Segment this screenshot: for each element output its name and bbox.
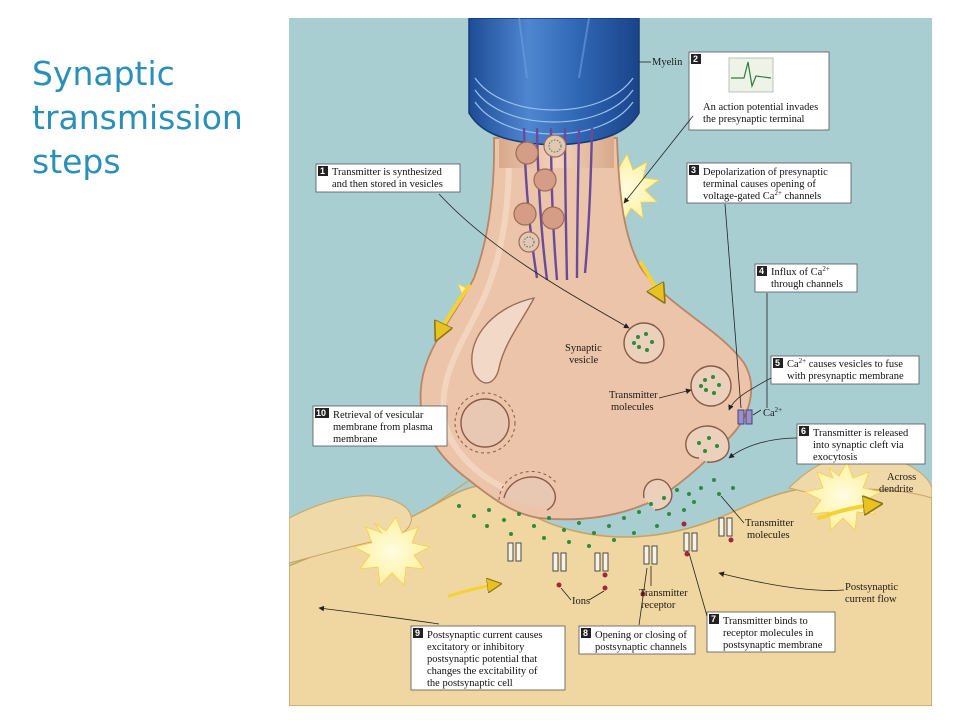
- synaptic-vesicle-label-2: vesicle: [569, 355, 598, 366]
- svg-text:the postsynaptic cell: the postsynaptic cell: [427, 678, 513, 689]
- synapse-diagram: Myelin Synaptic vesicle Transmitter mole…: [289, 18, 932, 706]
- step-8-leader: [638, 567, 648, 626]
- svg-text:Transmitter is released: Transmitter is released: [813, 428, 909, 439]
- step-6-box: 6 Transmitter is released into synaptic …: [796, 423, 926, 465]
- svg-text:6: 6: [801, 426, 806, 436]
- svg-text:exocytosis: exocytosis: [813, 452, 857, 463]
- svg-text:7: 7: [711, 614, 716, 624]
- ions-leader: [560, 587, 572, 601]
- svg-text:receptor molecules in: receptor molecules in: [723, 628, 814, 639]
- svg-text:3: 3: [691, 165, 696, 175]
- across-dendrite-label-1: Across: [887, 472, 916, 483]
- svg-text:Depolarization of presynaptic: Depolarization of presynaptic: [703, 167, 828, 178]
- svg-text:An action potential invades: An action potential invades: [703, 102, 818, 113]
- transmitter-receptor-label-1: Transmitter: [639, 588, 688, 599]
- step-2-arrow: [623, 115, 694, 204]
- step-3-box: 3 Depolarization of presynaptic terminal…: [686, 162, 852, 204]
- transmitter-molecules-label-1: Transmitter: [609, 390, 658, 401]
- current-arrow-icon: [437, 261, 879, 598]
- transmitter-molecules-b-label-1: Transmitter: [745, 518, 794, 529]
- svg-text:voltage-gated Ca2+ channels: voltage-gated Ca2+ channels: [703, 189, 821, 202]
- svg-text:Transmitter is synthesized: Transmitter is synthesized: [332, 167, 443, 178]
- ions-leader-2: [588, 590, 605, 601]
- ions-label: Ions: [572, 596, 590, 607]
- glial-process: [289, 495, 412, 564]
- calcium-channel-icon: [737, 409, 753, 425]
- svg-text:through channels: through channels: [771, 279, 843, 290]
- svg-text:excitatory or inhibitory: excitatory or inhibitory: [427, 642, 525, 653]
- step-5-box: 5 Ca2+ causes vesicles to fuse with pres…: [770, 355, 920, 385]
- svg-text:membrane from plasma: membrane from plasma: [333, 422, 433, 433]
- svg-text:postsynaptic channels: postsynaptic channels: [595, 642, 687, 653]
- svg-text:1: 1: [320, 166, 325, 176]
- ca2-leader: [752, 409, 762, 416]
- svg-text:postsynaptic membrane: postsynaptic membrane: [723, 640, 823, 651]
- transport-vesicles: [513, 134, 567, 253]
- postsynaptic-current-label-2: current flow: [845, 594, 897, 605]
- transmitter-leader: [658, 388, 692, 399]
- step-7-leader: [688, 552, 708, 617]
- ions: [556, 521, 734, 597]
- svg-text:4: 4: [759, 266, 764, 276]
- endosome: [471, 296, 536, 384]
- title-line-1: Synaptic: [32, 54, 175, 93]
- cleft-transmitter-molecules: [457, 478, 735, 548]
- svg-text:Retrieval of vesicular: Retrieval of vesicular: [333, 410, 424, 421]
- svg-text:Opening or closing of: Opening or closing of: [595, 630, 687, 641]
- step-1-arrow: [438, 193, 630, 329]
- step-2-box: 2 An action potential invades the presyn…: [688, 51, 830, 131]
- terminal-inner-shade: [440, 157, 512, 491]
- step-7-box: 7 Transmitter binds to receptor molecule…: [706, 611, 836, 653]
- coated-vesicles: [454, 392, 558, 511]
- svg-text:Transmitter binds to: Transmitter binds to: [723, 616, 808, 627]
- svg-text:8: 8: [583, 628, 588, 638]
- title-line-2: transmission: [32, 98, 243, 137]
- postsynaptic-current-label-1: Postsynaptic: [845, 582, 898, 593]
- svg-text:the presynaptic terminal: the presynaptic terminal: [703, 114, 805, 125]
- transmitter-receptor-label-2: receptor: [641, 600, 676, 611]
- svg-text:Influx of Ca2+: Influx of Ca2+: [771, 265, 830, 278]
- svg-text:postsynaptic potential that: postsynaptic potential that: [427, 654, 537, 665]
- svg-text:membrane: membrane: [333, 434, 378, 445]
- svg-text:into synaptic cleft via: into synaptic cleft via: [813, 440, 904, 451]
- step-10-box: 10 Retrieval of vesicular membrane from …: [312, 405, 448, 447]
- synaptic-vesicles: [623, 322, 732, 511]
- title-line-3: steps: [32, 142, 121, 181]
- svg-text:9: 9: [415, 628, 420, 638]
- svg-text:Ca2+ causes vesicles to fuse: Ca2+ causes vesicles to fuse: [787, 357, 903, 370]
- across-dendrite-label-2: dendrite: [879, 484, 914, 495]
- vesicle-icon: [623, 322, 665, 364]
- transmitter-b-leader: [720, 495, 745, 524]
- postsyn-current-leader: [718, 571, 845, 591]
- svg-text:Postsynaptic current causes: Postsynaptic current causes: [427, 630, 542, 641]
- myelin-sheath: [468, 18, 640, 146]
- svg-text:2: 2: [693, 54, 698, 64]
- step-6-arrow: [728, 437, 798, 459]
- step-5-arrow: [728, 377, 772, 411]
- step-1-box: 1 Transmitter is synthesized and then st…: [315, 163, 461, 193]
- step-3-leader: [724, 203, 742, 409]
- svg-text:5: 5: [775, 358, 780, 368]
- svg-text:with presynaptic membrane: with presynaptic membrane: [787, 371, 904, 382]
- step-8-box: 8 Opening or closing of postsynaptic cha…: [578, 625, 696, 655]
- svg-text:changes the excitability of: changes the excitability of: [427, 666, 538, 677]
- slide-title: Synaptic transmission steps: [32, 52, 272, 184]
- step-9-arrow: [318, 605, 440, 625]
- step-4-box: 4 Influx of Ca2+ through channels: [754, 263, 858, 293]
- svg-text:terminal causes opening of: terminal causes opening of: [703, 179, 816, 190]
- ca2-label: Ca2+: [763, 406, 782, 419]
- transmitter-molecules-b-label-2: molecules: [747, 530, 790, 541]
- action-potential-trace-icon: [728, 57, 774, 93]
- receptor-channel-icon: [507, 517, 733, 572]
- transmitter-molecules-label-2: molecules: [611, 402, 654, 413]
- svg-text:and then stored in vesicles: and then stored in vesicles: [332, 179, 443, 190]
- svg-text:10: 10: [316, 408, 326, 418]
- synaptic-vesicle-label-1: Synaptic: [565, 343, 602, 354]
- myelin-label: Myelin: [652, 57, 683, 68]
- step-9-box: 9 Postsynaptic current causes excitatory…: [410, 625, 566, 691]
